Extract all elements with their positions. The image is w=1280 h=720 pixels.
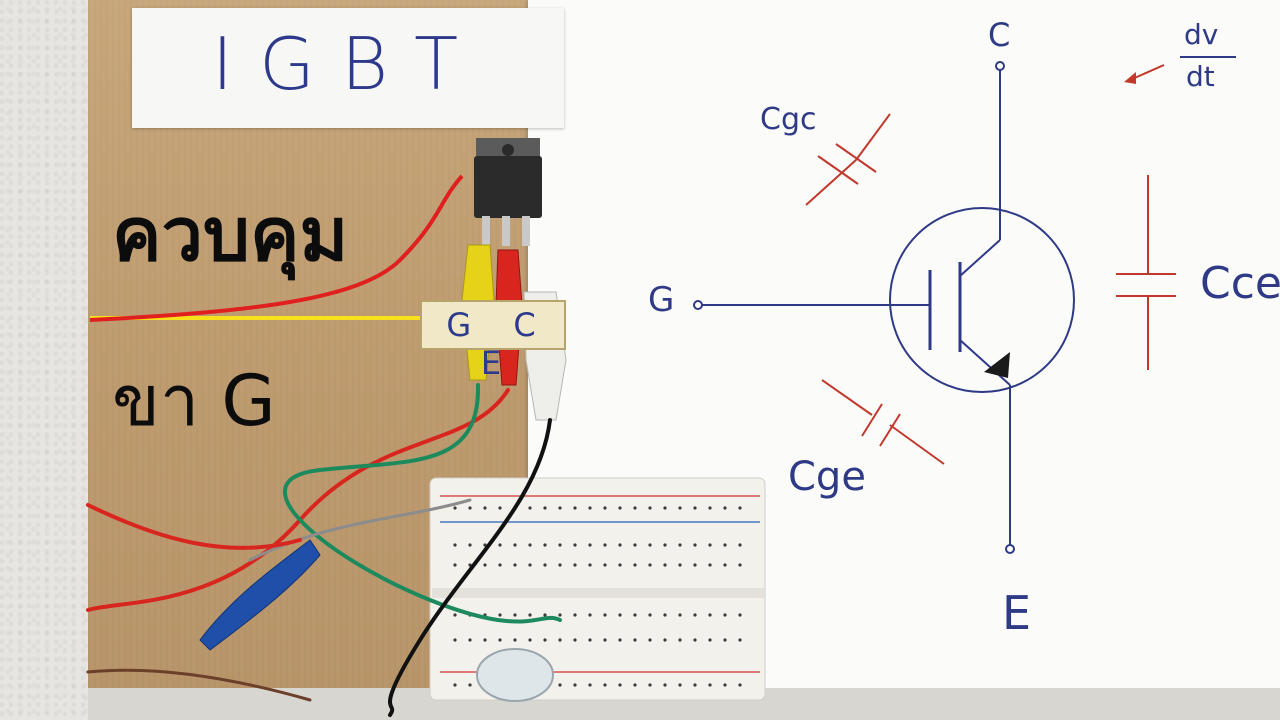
rising-curve [89,174,464,322]
collector-terminal-label: C [988,16,1011,54]
collector-branch [959,239,1001,277]
emitter-arrow [984,352,1010,378]
cgc-lead-b [855,113,891,161]
pin-label-tag: G C E [420,300,566,382]
cge-label: Cge [788,454,866,500]
cgc-plate-b [835,143,877,173]
igbt-card-title: IGBT [211,22,485,106]
dvdt-arrowhead [1124,72,1136,84]
pin-label-text: G C E [446,306,552,382]
cge-plate-a [861,403,883,437]
dvdt-denominator: dt [1186,60,1215,93]
overlay-text-pin-g: ขา G [112,360,276,442]
cge-lead-a [821,379,873,416]
wires [86,383,562,717]
emitter-branch [959,339,1011,386]
igbt-symbol-circle [889,207,1075,393]
igbt-title-card: IGBT [132,8,564,128]
cgc-lead-a [805,159,857,206]
overlay-text-control: ควบคุม [112,192,349,278]
buzzer [476,648,554,702]
igbt-transistor [474,138,542,246]
cce-label: Cce [1200,258,1280,309]
cge-lead-b [889,424,945,465]
cgc-label: Cgc [760,102,817,137]
dvdt-numerator: dv [1184,18,1219,51]
cge-plate-b [879,413,901,447]
blue-clip [199,539,321,651]
gate-terminal-label: G [648,280,675,320]
emitter-terminal-label: E [1002,586,1032,640]
cgc-plate-a [817,155,859,185]
breadboard [429,477,766,702]
